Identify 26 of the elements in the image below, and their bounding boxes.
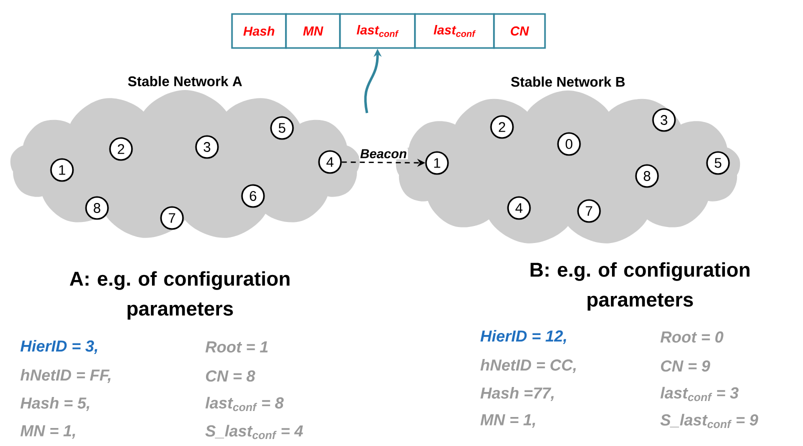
section-heading: A: e.g. of configuration parameters [70,271,290,320]
parameter-text: Root = 0 [660,331,724,343]
parameter-text: CN = 9 [661,360,710,372]
packet-field: CN [493,13,546,49]
parameter-text: hNetID = CC, [480,359,576,373]
packet-field: Hash [231,13,287,49]
parameter-text: HierID = 12, [480,330,566,344]
parameter-text: Root = 1 [205,341,268,353]
packet-field: last$_{conf}$ [414,13,495,49]
parameter-text: CN = 8 [206,370,256,382]
parameter-text: MN = 1, [20,425,76,439]
parameter-text: Hash = 5, [20,397,90,411]
parameter-text: HierID = 3, [20,340,98,354]
parameter-text: hNetID = FF, [20,369,110,383]
parameter-text: S_last$_{conf}$ = 4 [205,424,303,440]
section-heading: B: e.g. of configuration parameters [530,262,750,311]
parameter-text: Hash =77, [480,387,554,401]
packet-field: last$_{conf}$ [339,13,416,49]
parameter-text: last$_{conf}$ = 3 [660,386,739,402]
edge-label: Beacon [359,148,408,160]
parameter-text: MN = 1, [480,414,536,428]
parameter-text: last$_{conf}$ = 8 [205,396,284,412]
parameter-text: S_last$_{conf}$ = 9 [660,414,758,428]
packet-field: MN [285,13,341,49]
node-label: Stable Network A [128,76,242,86]
node-label: Stable Network B [511,76,625,87]
